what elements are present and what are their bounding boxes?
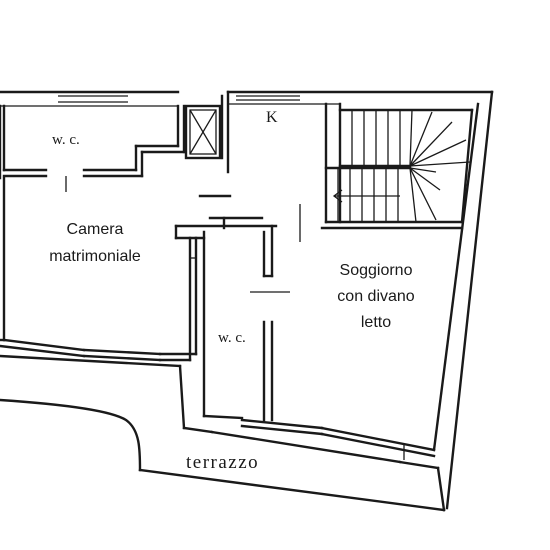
living-label-line1: Soggiorno: [340, 262, 413, 279]
shaft-box: [184, 90, 230, 174]
terrace-outline: [0, 354, 446, 512]
terrace-label: terrazzo: [186, 452, 259, 473]
wc-top-label: w. c.: [52, 132, 80, 148]
bedroom-label-line2: matrimoniale: [49, 248, 141, 265]
living-label-line2: con divano: [337, 288, 414, 305]
wc-top-room: [2, 104, 186, 192]
kitchen-label: K: [266, 109, 278, 126]
living-label-line3: letto: [361, 314, 391, 331]
bedroom-label-line1: Camera: [67, 221, 124, 238]
staircase: [320, 108, 474, 230]
kitchen-walls: [198, 102, 342, 242]
wc-middle-room: [202, 224, 290, 422]
bedroom-walls: [0, 224, 278, 362]
wc-middle-label: w. c.: [218, 330, 246, 346]
outer-walls: [0, 90, 494, 510]
living-walls: [240, 418, 436, 460]
